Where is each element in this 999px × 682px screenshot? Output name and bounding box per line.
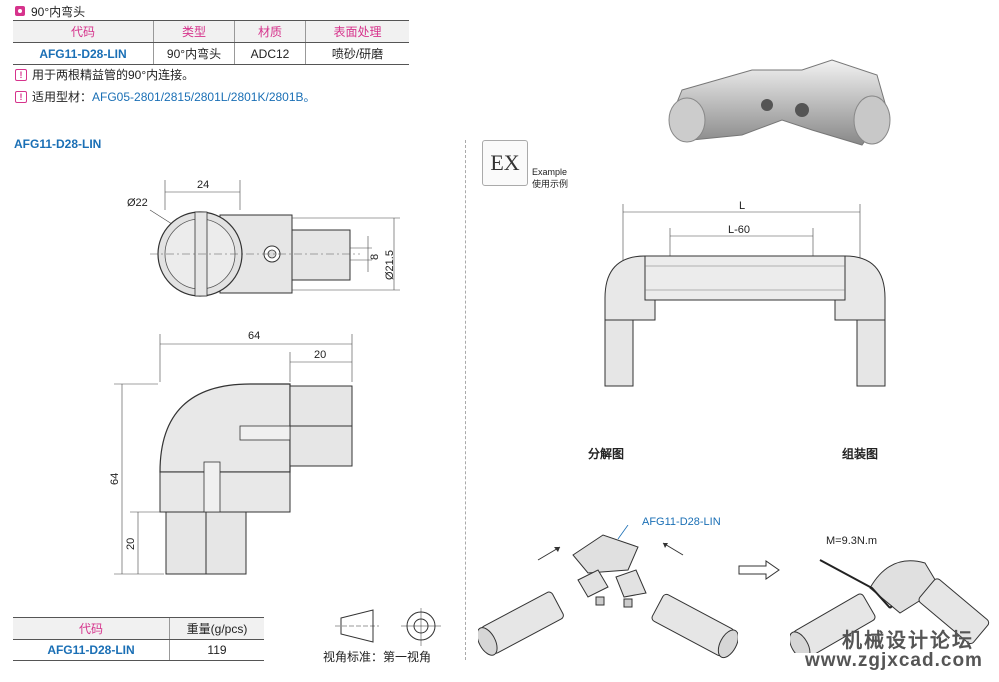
dim-top-offset: 8 [369,254,381,260]
weight-row: AFG11-D28-LIN 119 [13,639,264,661]
spec-header-finish: 表面处理 [305,20,409,43]
dim-side-arm-left: 20 [125,538,137,550]
dim-top-diameter: Ø22 [127,197,148,209]
dim-assembly-outer: L [739,200,745,212]
projection-label: 视角标准：第一视角 [323,650,432,664]
assembled-view-drawing [790,559,990,653]
torque-label: M=9.3N.m [826,535,878,547]
note-profiles-prefix: 适用型材： [32,90,93,104]
dim-top-outer-diameter: Ø21.5 [384,250,396,280]
dim-top-width: 24 [197,179,209,191]
weight-table: 代码 重量(g/pcs) AFG11-D28-LIN 119 [13,617,264,661]
spec-header-row: 代码 类型 材质 表面处理 [13,20,409,43]
example-subtitle: 使用示例 [532,179,569,189]
projection-symbol-icon [335,608,441,646]
warning-icon: ! [15,68,27,81]
spec-material: ADC12 [234,42,306,65]
watermark-name: 机械设计论坛 [842,630,974,652]
caption-assembled: 组装图 [842,447,879,461]
note-usage: ! 用于两根精益管的90°内连接。 [15,66,194,83]
page-title: 90°内弯头 [31,5,86,19]
dim-side-height: 64 [109,473,121,485]
note-profiles: ! 适用型材：AFG05-2801/2815/2801L/2801K/2801B… [15,88,316,105]
dim-assembly-inner: L-60 [728,224,750,236]
exploded-view-drawing [478,525,738,659]
spec-type: 90°内弯头 [153,42,235,65]
vertical-divider [465,140,466,660]
spec-code: AFG11-D28-LIN [13,42,154,65]
example-badge: EX [482,140,528,186]
weight-header-code: 代码 [13,617,170,640]
spec-table: 代码 类型 材质 表面处理 AFG11-D28-LIN 90°内弯头 ADC12… [13,20,409,65]
spec-header-type: 类型 [153,20,235,43]
watermark-url: www.zgjxcad.com [805,650,983,671]
side-view-drawing: 64 20 64 20 [109,330,353,575]
product-photo [668,59,891,146]
process-arrow-icon [738,560,780,580]
spec-finish: 喷砂/研磨 [305,42,409,65]
section-title: AFG11-D28-LIN [14,137,102,151]
caption-exploded: 分解图 [588,447,625,461]
dim-side-arm-top: 20 [314,349,326,361]
weight-header-weight: 重量(g/pcs) [169,617,264,640]
top-view-drawing: 24 Ø22 8 Ø21.5 [127,179,400,297]
part-label: AFG11-D28-LIN [642,516,721,528]
note-profiles-value: AFG05-2801/2815/2801L/2801K/2801B。 [92,90,316,104]
note-usage-text: 用于两根精益管的90°内连接。 [32,68,195,82]
spec-header-material: 材质 [234,20,306,43]
spec-header-code: 代码 [13,20,154,43]
spec-row: AFG11-D28-LIN 90°内弯头 ADC12 喷砂/研磨 [13,42,409,65]
example-title: Example [532,167,568,177]
weight-code: AFG11-D28-LIN [13,639,170,661]
dim-side-width: 64 [248,330,260,342]
weight-header-row: 代码 重量(g/pcs) [13,617,264,640]
assembly-diagram: L L-60 [604,200,886,387]
title-square-icon [15,6,25,16]
warning-icon: ! [15,90,27,103]
weight-value: 119 [169,639,264,661]
